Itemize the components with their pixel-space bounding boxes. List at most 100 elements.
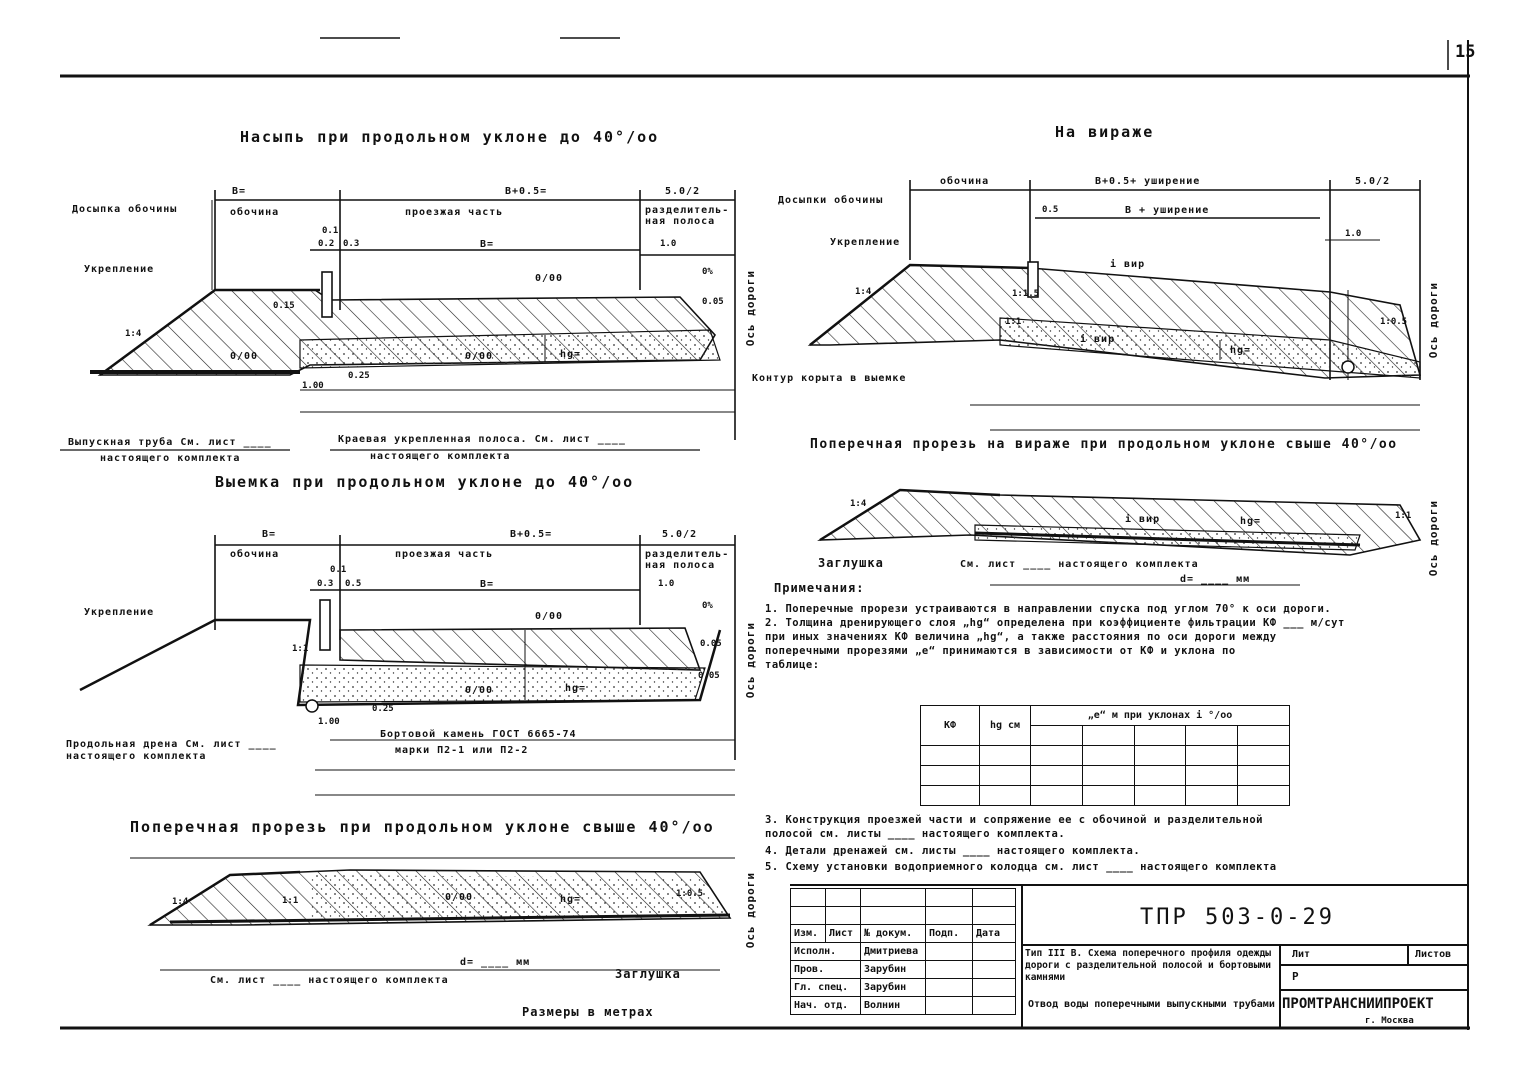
stamp-name-4: Волнин xyxy=(860,996,926,1015)
curve-1-15: 1:1.5 xyxy=(1012,289,1040,299)
cut-median-l2: ная полоса xyxy=(645,560,716,571)
curve-width-inner: B + уширение xyxy=(1125,205,1210,216)
kf-header-e: „е“ м при уклонах i °/оо xyxy=(1030,705,1290,726)
slope-top: 0/00 xyxy=(535,273,564,284)
dim-median-l2: ная полоса xyxy=(645,216,716,227)
slope-base: 0/00 xyxy=(465,351,494,362)
curve-1-05: 1:0.5 xyxy=(1380,317,1408,327)
curve-10: 1.0 xyxy=(1345,229,1362,239)
cc-curve-d: d= ____ мм xyxy=(1180,574,1251,585)
dim-02: 0.2 xyxy=(318,239,335,249)
dim-005: 0.05 xyxy=(702,297,724,307)
dim-shoulder: обочина xyxy=(230,207,280,218)
cut-label-curb: Бортовой камень ГОСТ 6665-74 xyxy=(380,729,577,740)
cut-hg: hg= xyxy=(565,683,587,694)
signature-4 xyxy=(925,996,973,1015)
dim-b: B= xyxy=(232,186,247,197)
dim-015: 0.15 xyxy=(273,301,295,311)
axis-label-3: Ось дороги xyxy=(744,622,757,699)
label-outlet-pipe: Выпускная труба См. лист ____ xyxy=(68,437,272,448)
cc-slope: 0/00 xyxy=(445,892,474,903)
curve-label-fill: Досыпки обочины xyxy=(778,195,884,206)
cross-cut-title: Поперечная прорезь при продольном уклоне… xyxy=(130,818,715,836)
label-edge-strip-l2: настоящего комплекта xyxy=(370,451,511,462)
cc-sheet: См. лист ____ настоящего комплекта xyxy=(210,975,449,986)
slope-1-4: 1:4 xyxy=(125,329,142,339)
embankment-section xyxy=(60,190,736,451)
note-line-8: 4. Детали дренажей см. листы ____ настоя… xyxy=(765,845,1141,857)
stamp-h-date: Дата xyxy=(972,924,1016,943)
note-line-4: поперечными прорезями „е“ принимаются в … xyxy=(765,645,1236,657)
cc-curve-hg: hg= xyxy=(1240,516,1262,527)
cut-slope-base: 0/00 xyxy=(465,685,494,696)
cc-curve-plug: Заглушка xyxy=(818,556,884,570)
curve-shoulder: обочина xyxy=(940,176,990,187)
curve-hg: hg= xyxy=(1230,345,1252,356)
cut-slope-top: 0/00 xyxy=(535,611,564,622)
kf-header-kf: КФ xyxy=(920,705,980,746)
stamp-lit-label: Лит xyxy=(1292,949,1311,960)
note-line-6: 3. Конструкция проезжей части и сопряжен… xyxy=(765,814,1263,826)
stamp-role-1: Исполн. xyxy=(790,942,861,961)
stamp-name-2: Зарубин xyxy=(860,960,926,979)
dim-025: 0.25 xyxy=(348,371,370,381)
cut-005: 0.05 xyxy=(700,639,722,649)
cut-01: 0.1 xyxy=(330,565,347,575)
stamp-title-2: Отвод воды поперечными выпускными трубам… xyxy=(1028,999,1275,1010)
dim-10: 1.0 xyxy=(660,239,677,249)
cut-b-inner: B= xyxy=(480,579,495,590)
stamp-name-3: Зарубин xyxy=(860,978,926,997)
dim-100: 1.00 xyxy=(302,381,324,391)
curve-median: 5.0/2 xyxy=(1355,176,1391,187)
dim-03: 0.3 xyxy=(343,239,360,249)
curve-section xyxy=(807,180,1422,431)
cut-05: 0.5 xyxy=(345,579,362,589)
cc-curve-1-1: 1:1 xyxy=(1395,511,1412,521)
curve-05: 0.5 xyxy=(1042,205,1059,215)
stamp-role-3: Гл. спец. xyxy=(790,978,861,997)
note-line-9: 5. Схему установки водоприемного колодца… xyxy=(765,861,1277,873)
slope-0pct: 0% xyxy=(702,267,713,277)
curve-1-1: 1:1 xyxy=(1005,317,1022,327)
cc-plug: Заглушка xyxy=(615,967,681,981)
page-number: 15 xyxy=(1455,42,1476,62)
cross-cut-section xyxy=(130,857,735,971)
cut-section xyxy=(79,535,736,796)
stamp-role-4: Нач. отд. xyxy=(790,996,861,1015)
note-line-7: полосой см. листы ____ настоящего компле… xyxy=(765,828,1066,840)
note-line-2: 2. Толщина дренирующего слоя „hg“ опреде… xyxy=(765,617,1345,629)
curve-label-reinf: Укрепление xyxy=(830,237,901,248)
curve-slope-top: i вир xyxy=(1110,259,1146,270)
note-line-5: таблице: xyxy=(765,659,820,671)
slope-shoulder: 0/00 xyxy=(230,351,259,362)
cc-curve-sheet: См. лист ____ настоящего комплекта xyxy=(960,559,1199,570)
dim-median-l1: разделитель- xyxy=(645,205,730,216)
dim-hg: hg= xyxy=(560,349,582,360)
cc-d: d= ____ мм xyxy=(460,957,531,968)
cut-title: Выемка при продольном уклоне до 40°/оо xyxy=(215,473,635,491)
stamp-title-1: Тип III В. Схема поперечного профиля оде… xyxy=(1025,948,1271,983)
stamp-table: Изм. Лист № докум. Подп. Дата Исполн. Дм… xyxy=(790,888,1016,1015)
cc-1-1: 1:1 xyxy=(282,896,299,906)
sheet-code: ТПР 503-0-29 xyxy=(1140,905,1335,930)
cc-1-05: 1:0.5 xyxy=(676,889,704,899)
dim-median: 5.0/2 xyxy=(665,186,701,197)
cut-005b: 0.05 xyxy=(698,671,720,681)
stamp-name-1: Дмитриева xyxy=(860,942,926,961)
axis-label-5: Ось дороги xyxy=(744,872,757,949)
dim-carriageway: проезжая часть xyxy=(405,207,504,218)
curve-slope-base: i вир xyxy=(1080,334,1116,345)
stamp-sheets-label: Листов xyxy=(1415,949,1452,960)
dim-b05: B+0.5= xyxy=(505,186,548,197)
label-shoulder-fill: Досыпка обочины xyxy=(72,204,178,215)
dim-b-inner: B= xyxy=(480,239,495,250)
org-city: г. Москва xyxy=(1365,1016,1414,1026)
cross-cut-curve-title: Поперечная прорезь на вираже при продоль… xyxy=(810,437,1398,452)
stamp-lit-value: Р xyxy=(1292,970,1299,983)
units-note: Размеры в метрах xyxy=(522,1005,654,1019)
curve-title: На вираже xyxy=(1055,123,1155,141)
kf-table: КФ hg см „е“ м при уклонах i °/оо xyxy=(920,705,1290,806)
cut-label-drain-l2: настоящего комплекта xyxy=(66,751,207,762)
stamp-h-doc: № докум. xyxy=(860,924,926,943)
cut-shoulder: обочина xyxy=(230,549,280,560)
